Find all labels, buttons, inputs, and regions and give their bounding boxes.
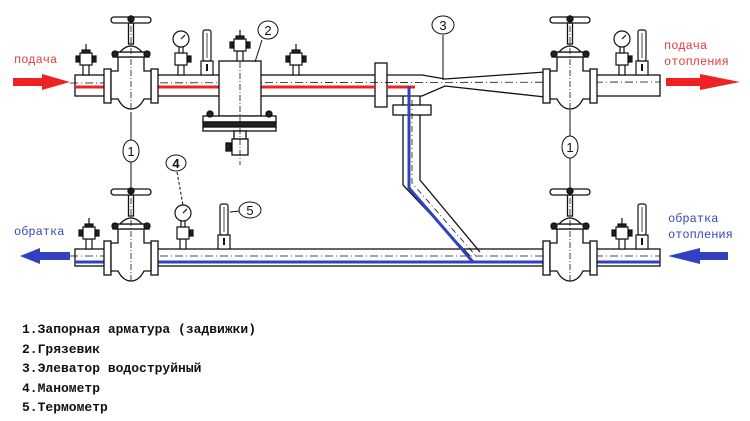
return-out-arrow-icon <box>20 248 70 264</box>
drain-valve-icon <box>75 43 97 76</box>
gate-valve-supply-left <box>103 14 159 112</box>
manometer-icon <box>613 30 633 76</box>
gate-valve-return-right <box>542 186 598 284</box>
supply-out-label-line1: подача <box>664 39 708 53</box>
callout-manometer: 4 <box>172 156 180 171</box>
thermometer-icon <box>635 29 649 76</box>
manometer-icon <box>174 204 194 250</box>
return-out-label: обратка <box>14 225 65 239</box>
supply-in-label: подача <box>14 53 58 67</box>
thermometer-icon <box>635 203 649 250</box>
legend-item: 3.Элеватор водоструйный <box>22 361 202 376</box>
return-in-label-line2: отопления <box>668 228 733 242</box>
legend: 1.Запорная арматура (задвижки) 2.Грязеви… <box>22 320 256 418</box>
thermometer-icon <box>200 29 214 76</box>
mud-trap <box>202 40 277 165</box>
supply-out-label: подача отопления <box>664 38 729 70</box>
callout-valve-left: 1 <box>127 144 134 159</box>
legend-item: 1.Запорная арматура (задвижки) <box>22 322 257 337</box>
elevator-branch-pipe <box>392 86 481 263</box>
mud-trap-air-valve-icon <box>229 29 251 62</box>
callout-elevator: 3 <box>439 18 446 33</box>
supply-in-arrow-icon <box>13 74 70 90</box>
thermometer-icon <box>217 203 231 250</box>
supply-out-arrow-icon <box>666 74 740 90</box>
gate-valve-return-left <box>103 186 159 284</box>
callout-thermometer: 5 <box>246 203 253 218</box>
legend-item: 2.Грязевик <box>22 341 101 357</box>
return-in-label-line1: обратка <box>668 212 719 226</box>
manometer-icon <box>172 30 192 76</box>
supply-out-label-line2: отопления <box>664 55 729 69</box>
drain-valve-icon <box>611 217 633 250</box>
drain-valve-icon <box>78 217 100 250</box>
callout-mud-trap: 2 <box>264 23 271 38</box>
return-in-label: обратка отопления <box>668 211 733 243</box>
callout-valve-right: 1 <box>566 140 573 155</box>
legend-item: 5.Термометр <box>22 400 108 415</box>
legend-item: 4.Манометр <box>22 380 101 396</box>
gate-valve-supply-right <box>542 14 598 112</box>
return-in-arrow-icon <box>668 248 728 264</box>
drain-valve-icon <box>285 43 307 76</box>
